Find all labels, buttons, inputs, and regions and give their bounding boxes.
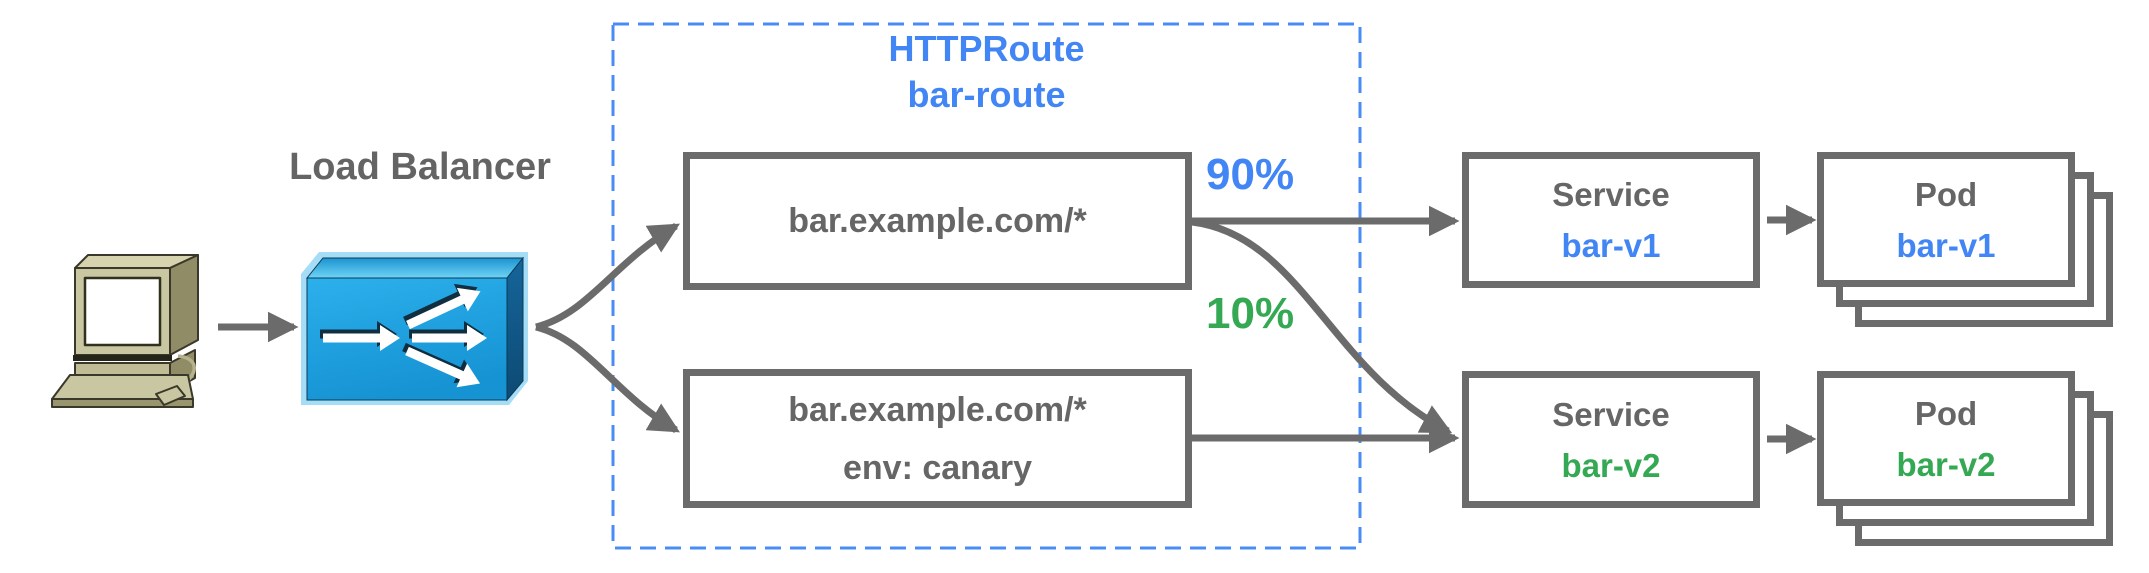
httproute-dashed-border: [611, 22, 1362, 550]
httproute-title: HTTPRoute bar-route: [612, 26, 1361, 118]
service-box-bar-v1: Service bar-v1: [1462, 152, 1760, 288]
desktop-computer-icon: [51, 254, 199, 408]
service-2-kind: Service: [1552, 395, 1670, 433]
pod-1-name: bar-v1: [1896, 226, 1996, 264]
load-balancer-label: Load Balancer: [289, 146, 551, 188]
arrow-lb-to-route-1: [535, 222, 680, 331]
weight-label-10: 10%: [1206, 289, 1295, 338]
pod-2-kind: Pod: [1914, 394, 1978, 432]
httproute-name: bar-route: [907, 74, 1066, 115]
route-match-box-2: bar.example.com/* env: canary: [683, 369, 1192, 508]
arrow-route-1-to-service-2: [1191, 218, 1453, 435]
load-balancer-box-icon: [301, 252, 528, 405]
route-1-host: bar.example.com/*: [788, 201, 1087, 240]
route-2-host: bar.example.com/*: [788, 390, 1087, 429]
route-2-header-match: env: canary: [843, 448, 1032, 487]
service-1-kind: Service: [1552, 176, 1670, 213]
pod-1-kind: Pod: [1914, 175, 1978, 213]
weight-label-90: 90%: [1206, 150, 1295, 199]
arrow-lb-to-route-2: [535, 323, 680, 434]
pod-stack-bar-v1: Pod bar-v1: [1817, 152, 2113, 327]
httproute-kind: HTTPRoute: [888, 28, 1085, 69]
service-box-bar-v2: Service bar-v2: [1462, 371, 1760, 508]
pod-2-name: bar-v2: [1896, 445, 1996, 483]
pod-box-bar-v1: Pod bar-v1: [1817, 152, 2075, 287]
pod-box-bar-v2: Pod bar-v2: [1817, 371, 2075, 506]
service-1-name: bar-v1: [1561, 227, 1661, 264]
lb-fanout-arrows: [323, 287, 487, 388]
mouse: [155, 385, 186, 406]
service-2-name: bar-v2: [1561, 446, 1661, 484]
route-match-box-1: bar.example.com/*: [683, 152, 1192, 290]
pod-stack-bar-v2: Pod bar-v2: [1817, 371, 2113, 546]
